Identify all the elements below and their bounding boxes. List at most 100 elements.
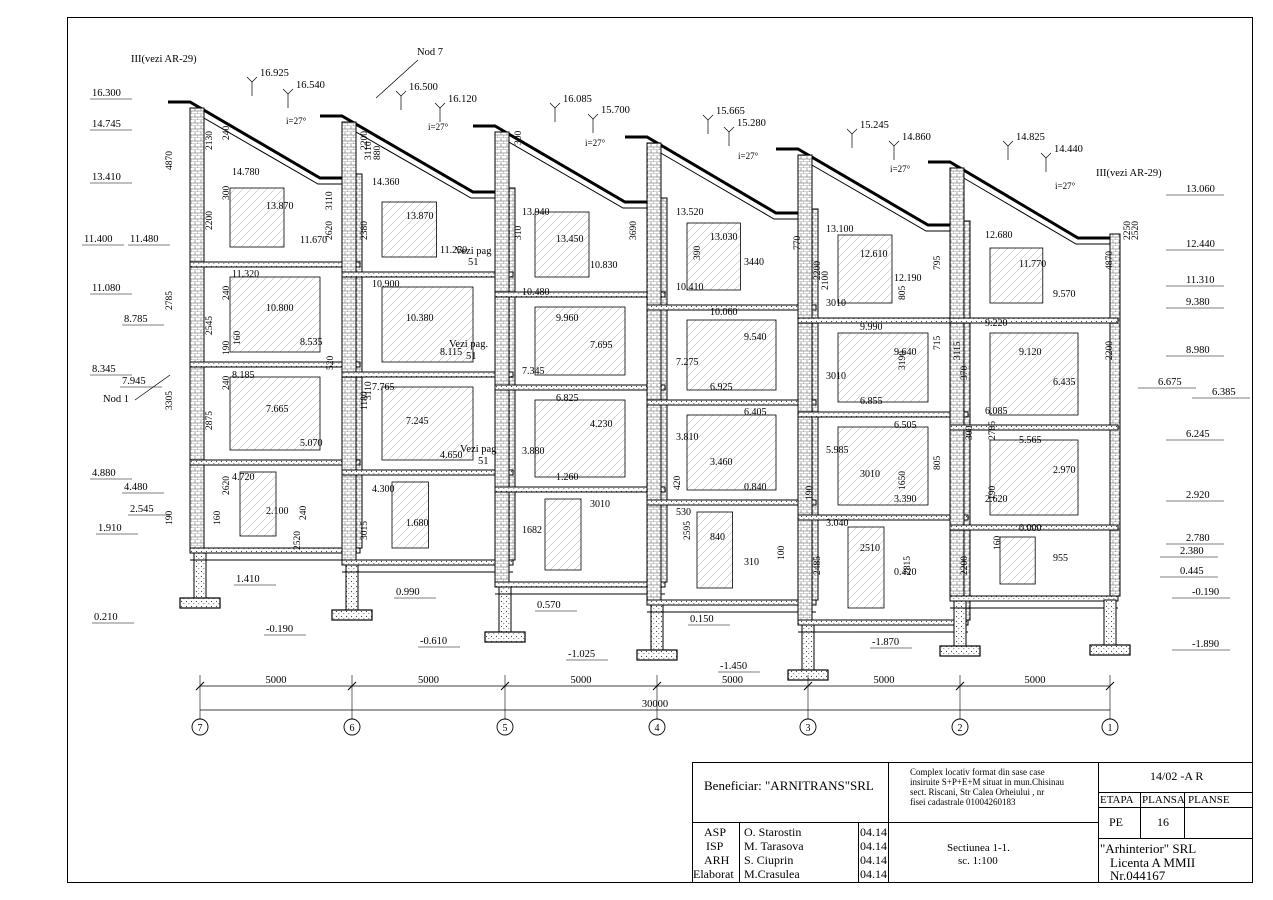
- vertical-dimension: 2100: [821, 271, 831, 290]
- left-elevation-label: 11.480: [130, 234, 159, 245]
- floor-slab: [797, 411, 969, 418]
- vertical-dimension: 805: [898, 286, 908, 301]
- interior-level-label: 5.985: [826, 445, 849, 456]
- right-elevation-label: 9.380: [1186, 297, 1210, 308]
- vertical-dimension: 2485: [813, 556, 823, 575]
- slope-label: i=27°: [738, 151, 759, 161]
- role-1: ASP: [704, 825, 727, 839]
- planse-value-cell: [1184, 807, 1253, 839]
- vertical-dimension: 310: [514, 226, 524, 241]
- window: [391, 481, 429, 549]
- floor-slab: [341, 559, 514, 566]
- role-1-name: O. Starostin: [744, 825, 802, 839]
- vertical-dimension: 300: [965, 426, 975, 441]
- firm-cell: [1098, 838, 1253, 883]
- beneficiar-text: Beneficiar: "ARNITRANS"SRL: [704, 778, 874, 793]
- interior-level-label: 9.570: [1053, 289, 1076, 300]
- slope-label: i=27°: [286, 116, 307, 126]
- floor-slab: [341, 469, 514, 476]
- grid-span-dimension: 5000: [722, 675, 743, 686]
- interior-level-label: 7.245: [406, 416, 429, 427]
- grid-axis-label: 7: [198, 723, 203, 734]
- grid-span-dimension: 5000: [418, 675, 439, 686]
- vertical-dimension: 2380: [360, 221, 370, 240]
- vertical-dimension: 2545: [205, 316, 215, 335]
- floor-slab: [949, 317, 1119, 324]
- foundation-footing: [939, 645, 981, 657]
- detail-ref: Vezi pag.: [449, 339, 488, 350]
- interior-level-label: 7.665: [266, 404, 289, 415]
- foundation-wall: [1103, 599, 1117, 649]
- floor-slab: [189, 261, 361, 268]
- interior-level-label: 10.380: [406, 313, 434, 324]
- floor-slab: [797, 619, 969, 626]
- vertical-dimension: 300: [222, 186, 232, 201]
- right-elevation-label: 0.445: [1180, 566, 1204, 577]
- interior-level-label: 5.070: [300, 438, 323, 449]
- interior-level-label: 7.765: [372, 382, 395, 393]
- interior-level-label: 14.360: [372, 177, 400, 188]
- vertical-dimension: 240: [222, 126, 232, 141]
- node-leader: [134, 374, 171, 401]
- roof-slab: [776, 147, 968, 227]
- bottom-elevation-label: -0.610: [420, 636, 447, 647]
- vertical-dimension: 2200: [960, 556, 970, 575]
- vertical-dimension: 2130: [205, 131, 215, 150]
- vertical-dimension: 2200: [205, 211, 215, 230]
- left-elevation-label: 4.480: [124, 482, 148, 493]
- window: [989, 439, 1079, 516]
- window: [381, 286, 474, 363]
- dimension-tick: [955, 681, 965, 691]
- interior-level-label: 0.420: [894, 567, 917, 578]
- vertical-dimension: 2200: [1105, 341, 1115, 360]
- bottom-elevation-label: -1.025: [568, 649, 595, 660]
- roof-elevation-label: 14.860: [902, 132, 931, 143]
- window: [989, 332, 1079, 416]
- dimension-tick: [652, 681, 662, 691]
- interior-level-label: 11.250: [440, 245, 467, 256]
- interior-level-label: 12.190: [894, 273, 922, 284]
- dimension-tick: [347, 681, 357, 691]
- interior-level-label: 3010: [826, 298, 846, 309]
- window: [534, 211, 590, 278]
- window: [989, 247, 1044, 304]
- interior-level-label: 10.900: [372, 279, 400, 290]
- etapa-header: ETAPA: [1100, 794, 1134, 806]
- right-elevation-label: 2.380: [1180, 546, 1204, 557]
- role-1-date: 04.14: [860, 825, 887, 839]
- plansa-header: PLANSA: [1142, 794, 1185, 806]
- interior-level-label: 2510: [860, 543, 880, 554]
- left-elevation-label: 0.210: [94, 612, 118, 623]
- interior-level-label: 0.000: [1019, 523, 1042, 534]
- dimension-tick: [500, 681, 510, 691]
- foundation-footing: [179, 597, 221, 609]
- wall-left: [341, 121, 357, 561]
- interior-level-label: 3.810: [676, 432, 699, 443]
- vertical-dimension: 2520: [293, 531, 303, 550]
- wall-right: [1109, 233, 1121, 597]
- bottom-elevation-label: 0.990: [396, 587, 420, 598]
- vertical-dimension: 2620: [222, 476, 232, 495]
- interior-level-label: 2.970: [1053, 465, 1076, 476]
- interior-level-label: 3010: [826, 371, 846, 382]
- vertical-dimension: 3115: [953, 341, 963, 360]
- right-elevation-label: 6.675: [1158, 377, 1182, 388]
- interior-level-label: 6.505: [894, 420, 917, 431]
- vertical-dimension: 160: [213, 511, 223, 526]
- roof-underside: [646, 144, 816, 220]
- interior-level-label: 9.960: [556, 313, 579, 324]
- grid-span-dimension: 5000: [266, 675, 287, 686]
- vertical-dimension: 190: [988, 486, 998, 501]
- role-3-date: 04.14: [860, 853, 887, 867]
- interior-level-label: 3.460: [710, 457, 733, 468]
- detail-ref: Vezi pag: [455, 246, 492, 257]
- vertical-dimension: 715: [933, 336, 943, 351]
- level-mark: [846, 128, 858, 135]
- foundation-footing: [484, 631, 526, 643]
- interior-level-label: 13.450: [556, 234, 584, 245]
- window: [837, 234, 893, 304]
- interior-level-label: 3.880: [522, 446, 545, 457]
- interior-level-label: 13.030: [710, 232, 738, 243]
- interior-level-label: 10.480: [522, 287, 550, 298]
- interior-level-label: 13.940: [522, 207, 550, 218]
